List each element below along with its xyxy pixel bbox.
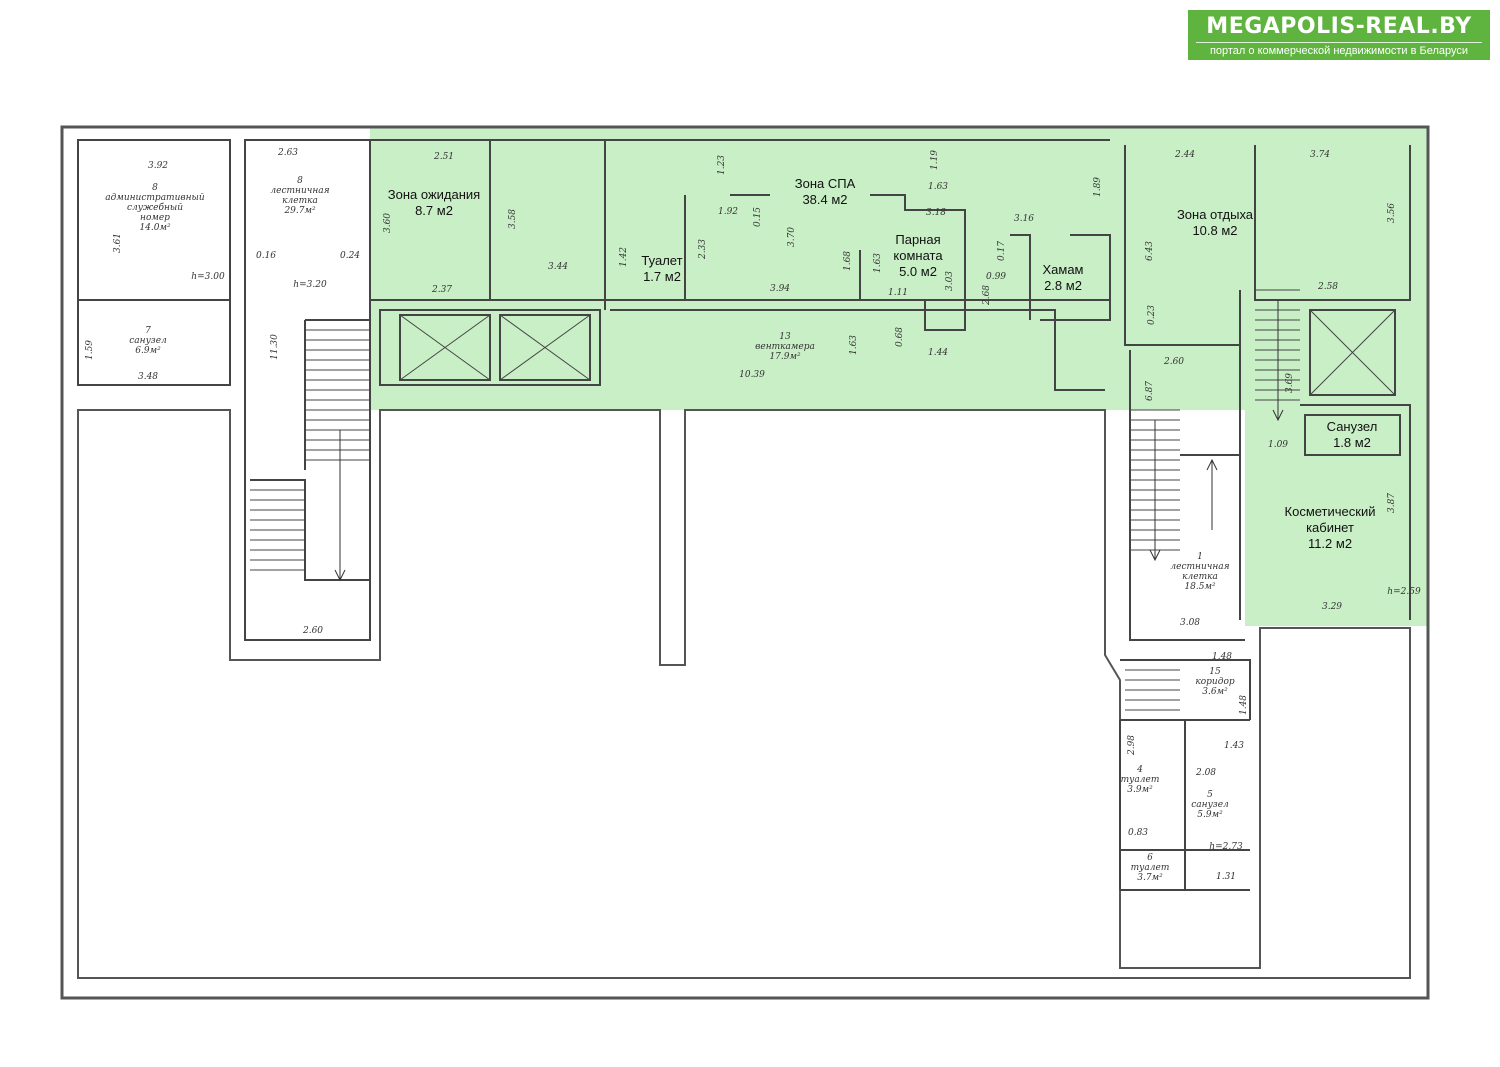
dimension-label: 3.48 — [137, 372, 159, 382]
ceiling-height-label: h=3.20 — [293, 280, 327, 290]
dimension-label: 0.15 — [753, 206, 763, 228]
dimension-label: 10.39 — [739, 370, 765, 380]
dimension-label: 1.48 — [1239, 694, 1249, 716]
dimension-label: 1.63 — [873, 252, 883, 274]
dimension-label: 0.99 — [985, 272, 1007, 282]
zone-waiting-area: Зона ожидания 8.7 м2 — [387, 187, 481, 218]
outer-walls — [60, 125, 1430, 1000]
dimension-label: 1.09 — [1267, 440, 1289, 450]
dimension-label: 3.08 — [1179, 618, 1201, 628]
ceiling-height-label: h=2.73 — [1209, 842, 1243, 852]
dimension-label: 3.18 — [925, 208, 947, 218]
zone-spa: Зона СПА 38.4 м2 — [794, 176, 856, 207]
dimension-label: 2.60 — [302, 626, 324, 636]
ceiling-height-label: h=3.00 — [191, 272, 225, 282]
inner-walls — [77, 139, 1411, 891]
room-label-ventilation: 13 венткамера 17.9м² — [755, 332, 815, 362]
dimension-label: 3.74 — [1309, 150, 1331, 160]
brand-logo[interactable]: MEGAPOLIS-REAL.BY портал о коммерческой … — [1188, 10, 1490, 60]
zone-bathroom: Санузел 1.8 м2 — [1326, 419, 1378, 450]
zone-hammam: Хамам 2.8 м2 — [1042, 262, 1084, 293]
dimension-label: 1.44 — [927, 348, 949, 358]
dimension-label: 3.94 — [769, 284, 791, 294]
ceiling-height-label: h=2.59 — [1387, 587, 1421, 597]
zone-toilet: Туалет 1.7 м2 — [641, 253, 683, 284]
dimension-label: 3.44 — [547, 262, 569, 272]
dimension-label: 3.29 — [1321, 602, 1343, 612]
room-label-bathroom-7: 7 санузел 6.9м² — [129, 326, 167, 356]
dimension-label: 2.44 — [1174, 150, 1196, 160]
dimension-label: 1.43 — [1223, 741, 1245, 751]
dimension-label: 2.51 — [433, 152, 455, 162]
dimension-label: 0.16 — [255, 251, 277, 261]
dimension-label: 1.11 — [887, 288, 909, 298]
dimension-label: 2.63 — [277, 148, 299, 158]
zone-steam-room: Парная комната 5.0 м2 — [893, 232, 943, 279]
brand-subtitle: портал о коммерческой недвижимости в Бел… — [1196, 42, 1482, 58]
dimension-label: 0.23 — [1147, 304, 1157, 326]
dimension-label: 1.92 — [717, 207, 739, 217]
dimension-label: 1.63 — [927, 182, 949, 192]
dimension-label: 3.16 — [1013, 214, 1035, 224]
dimension-label: 3.61 — [113, 232, 123, 254]
dimension-label: 3.03 — [945, 270, 955, 292]
room-label-corridor: 15 коридор 3.6м² — [1195, 667, 1235, 697]
dimension-label: 1.23 — [717, 154, 727, 176]
dimension-label: 1.19 — [930, 149, 940, 171]
room-label-toilet-4: 4 туалет 3.9м² — [1120, 765, 1160, 795]
dimension-label: 0.83 — [1127, 828, 1149, 838]
dimension-label: 3.58 — [508, 208, 518, 230]
dimension-label: 1.31 — [1215, 872, 1237, 882]
room-label-bathroom-5: 5 санузел 5.9м² — [1191, 790, 1229, 820]
dimension-label: 2.68 — [982, 284, 992, 306]
dimension-label: 3.70 — [787, 226, 797, 248]
rented-area-highlight — [370, 126, 1428, 626]
dimension-label: 1.48 — [1211, 652, 1233, 662]
dimension-label: 1.68 — [843, 250, 853, 272]
dimension-label: 0.24 — [339, 251, 361, 261]
dimension-label: 1.42 — [619, 246, 629, 268]
zone-cosmetic-room: Косметический кабинет 11.2 м2 — [1284, 504, 1376, 551]
brand-title: MEGAPOLIS-REAL.BY — [1206, 14, 1472, 39]
dimension-label: 3.56 — [1387, 202, 1397, 224]
dimension-label: 0.17 — [997, 240, 1007, 262]
dimension-label: 3.87 — [1387, 492, 1397, 514]
dimension-label: 1.59 — [85, 339, 95, 361]
dimension-label: 2.37 — [431, 285, 453, 295]
dimension-label: 11.30 — [270, 334, 280, 360]
room-label-toilet-6: 6 туалет 3.7м² — [1130, 853, 1170, 883]
dimension-label: 2.58 — [1317, 282, 1339, 292]
room-label-admin: 8 административный служебный номер 14.0м… — [105, 183, 205, 233]
dimension-label: 2.33 — [698, 238, 708, 260]
dimension-label: 6.87 — [1145, 380, 1155, 402]
dimension-label: 2.60 — [1163, 357, 1185, 367]
dimension-label: 3.69 — [1285, 372, 1295, 394]
dimension-label: 1.63 — [849, 334, 859, 356]
stair-arrows — [334, 300, 1284, 582]
room-label-staircase-left: 8 лестничная клетка 29.7м² — [270, 176, 330, 216]
dimension-label: 2.08 — [1195, 768, 1217, 778]
dimension-label: 3.92 — [147, 161, 169, 171]
room-label-staircase-right: 1 лестничная клетка 18.5м² — [1170, 552, 1230, 592]
dimension-label: 3.60 — [383, 212, 393, 234]
dimension-label: 2.98 — [1127, 734, 1137, 756]
zone-relax-area: Зона отдыха 10.8 м2 — [1176, 207, 1254, 238]
dimension-label: 6.43 — [1145, 240, 1155, 262]
dimension-label: 0.68 — [895, 326, 905, 348]
dimension-label: 1.89 — [1093, 176, 1103, 198]
